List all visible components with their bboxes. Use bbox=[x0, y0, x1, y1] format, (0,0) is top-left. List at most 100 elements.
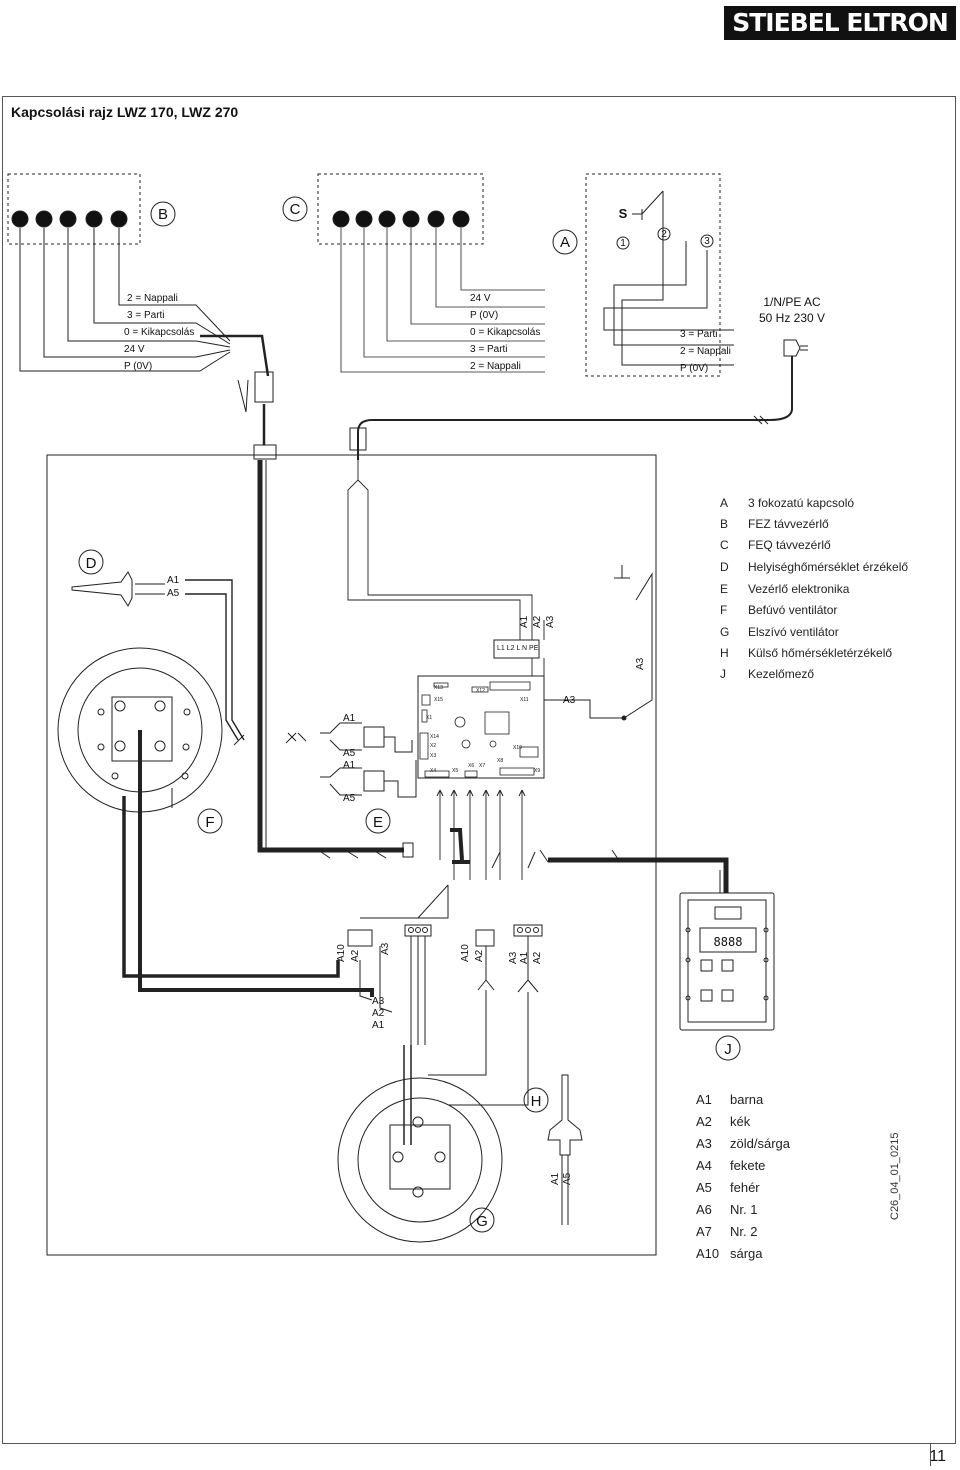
svg-text:A10: A10 bbox=[460, 944, 471, 962]
cable-gland-left bbox=[253, 444, 277, 460]
svg-text:X3: X3 bbox=[430, 753, 436, 759]
legend-key: J bbox=[720, 667, 726, 681]
svg-text:3: 3 bbox=[704, 236, 710, 247]
switch-s: S 1 2 3 bbox=[616, 190, 714, 250]
color-text: fekete bbox=[730, 1158, 766, 1173]
svg-text:0 = Kikapcsolás: 0 = Kikapcsolás bbox=[470, 327, 540, 338]
legend-text: FEZ távvezérlő bbox=[748, 517, 829, 531]
color-text: Nr. 1 bbox=[730, 1202, 758, 1217]
svg-text:G: G bbox=[476, 1213, 488, 1230]
svg-text:A1: A1 bbox=[550, 1172, 561, 1185]
svg-text:A3: A3 bbox=[372, 996, 385, 1007]
terminal-label: 4 bbox=[17, 215, 23, 226]
legend-key: G bbox=[720, 625, 730, 639]
svg-text:A3: A3 bbox=[545, 615, 556, 628]
svg-text:P (0V): P (0V) bbox=[470, 310, 498, 321]
terminal-b-5 bbox=[35, 210, 53, 228]
svg-text:A2: A2 bbox=[532, 951, 543, 964]
svg-text:X1: X1 bbox=[426, 715, 432, 721]
svg-text:A3: A3 bbox=[380, 942, 391, 955]
svg-text:A: A bbox=[560, 234, 570, 251]
svg-text:X2: X2 bbox=[430, 743, 436, 749]
svg-text:50 Hz 230 V: 50 Hz 230 V bbox=[759, 311, 825, 325]
color-key: A10 bbox=[696, 1246, 720, 1261]
legend-text: Vezérlő elektronika bbox=[748, 582, 850, 596]
terminals-B: 4 5 10 11 12 bbox=[11, 210, 128, 228]
svg-text:A1: A1 bbox=[519, 951, 530, 964]
svg-text:P (0V): P (0V) bbox=[680, 363, 708, 374]
legend-key: E bbox=[720, 582, 729, 596]
svg-text:1/N/PE AC: 1/N/PE AC bbox=[763, 295, 821, 309]
fan-terminal-right: A10 A2 A3 A1 A2 bbox=[460, 924, 543, 993]
terminal-label: 5 bbox=[41, 215, 47, 226]
terminal-b-11 bbox=[85, 210, 103, 228]
terminal-label: 6 bbox=[338, 215, 344, 226]
color-text: kék bbox=[730, 1114, 751, 1129]
terminal-b-10 bbox=[59, 210, 77, 228]
terminal-label: 1 bbox=[458, 215, 464, 226]
legend-key: D bbox=[720, 560, 729, 574]
svg-text:C: C bbox=[290, 201, 301, 218]
legend-text: Külső hőmérsékletérzékelő bbox=[748, 646, 893, 660]
color-key: A3 bbox=[696, 1136, 712, 1151]
svg-text:X7: X7 bbox=[479, 763, 485, 769]
board-connectors: X13 X15 X12 X11 X1 X14 X2 X3 X4 X5 X6 X7… bbox=[426, 685, 540, 774]
color-key: A5 bbox=[696, 1180, 712, 1195]
svg-text:A2: A2 bbox=[350, 949, 361, 962]
svg-text:A1: A1 bbox=[343, 760, 356, 771]
svg-text:3 = Parti: 3 = Parti bbox=[470, 344, 508, 355]
svg-text:2 = Nappali: 2 = Nappali bbox=[470, 361, 521, 372]
svg-text:A2: A2 bbox=[474, 949, 485, 962]
diagram-frame bbox=[2, 96, 956, 1444]
svg-text:2 = Nappali: 2 = Nappali bbox=[127, 293, 178, 304]
color-text: zöld/sárga bbox=[730, 1136, 790, 1151]
terminal-label: 2 bbox=[433, 215, 439, 226]
svg-text:P (0V): P (0V) bbox=[124, 361, 152, 372]
svg-text:A1: A1 bbox=[343, 713, 356, 724]
bus-connector-plug bbox=[254, 371, 274, 403]
svg-text:1: 1 bbox=[620, 238, 626, 249]
svg-text:F: F bbox=[205, 814, 214, 831]
svg-text:D: D bbox=[86, 555, 97, 572]
svg-text:24 V: 24 V bbox=[124, 344, 145, 355]
color-key: A6 bbox=[696, 1202, 712, 1217]
terminal-b-4 bbox=[11, 210, 29, 228]
svg-text:X9: X9 bbox=[534, 768, 540, 774]
legend-text: Elszívó ventilátor bbox=[748, 625, 839, 639]
ground-symbol: A3 A3 bbox=[544, 565, 653, 721]
fan-terminal-left: A10 A2 A3 A3 A2 A1 bbox=[336, 924, 432, 1045]
power-supply-label: 1/N/PE AC 50 Hz 230 V bbox=[759, 295, 825, 325]
control-board bbox=[417, 675, 545, 779]
room-temp-sensor-D: D A1 A5 bbox=[71, 549, 180, 608]
svg-text:X8: X8 bbox=[497, 758, 503, 764]
color-key: A4 bbox=[696, 1158, 712, 1173]
svg-text:A3: A3 bbox=[635, 657, 646, 670]
legend-text: FEQ távvezérlő bbox=[748, 538, 831, 552]
outdoor-temp-sensor-H: H A1 A5 bbox=[523, 1074, 583, 1225]
terminal-label: 4 bbox=[384, 215, 390, 226]
mains-terminal-label: L1 L2 L N PE bbox=[497, 645, 539, 652]
svg-text:A3: A3 bbox=[563, 695, 576, 706]
svg-text:X11: X11 bbox=[520, 697, 529, 703]
legend-text: 3 fokozatú kapcsoló bbox=[748, 496, 855, 510]
diagram-title: Kapcsolási rajz LWZ 170, LWZ 270 bbox=[11, 104, 239, 120]
svg-text:24 V: 24 V bbox=[470, 293, 491, 304]
terminal-label: 3 bbox=[408, 215, 414, 226]
exhaust-fan-G: G bbox=[337, 1077, 503, 1243]
svg-text:A5: A5 bbox=[167, 588, 180, 599]
color-text: fehér bbox=[730, 1180, 760, 1195]
legend-key: B bbox=[720, 517, 729, 531]
svg-text:A2: A2 bbox=[372, 1008, 385, 1019]
device-housing bbox=[46, 454, 657, 1256]
mains-wire-labels: A1 A2 A3 bbox=[519, 615, 556, 628]
svg-text:A5: A5 bbox=[343, 748, 356, 759]
legend-text: Befúvó ventilátor bbox=[748, 603, 838, 617]
document-reference: C26_04_01_0215 bbox=[889, 1132, 901, 1220]
terminal-label: 5 bbox=[361, 215, 367, 226]
labels-C: 24 V P (0V) 0 = Kikapcsolás 3 = Parti 2 … bbox=[470, 293, 540, 372]
brand-logo: STIEBEL ELTRON bbox=[724, 6, 956, 40]
svg-text:A5: A5 bbox=[343, 793, 356, 804]
color-key: A7 bbox=[696, 1224, 712, 1239]
svg-text:X14: X14 bbox=[430, 734, 439, 740]
